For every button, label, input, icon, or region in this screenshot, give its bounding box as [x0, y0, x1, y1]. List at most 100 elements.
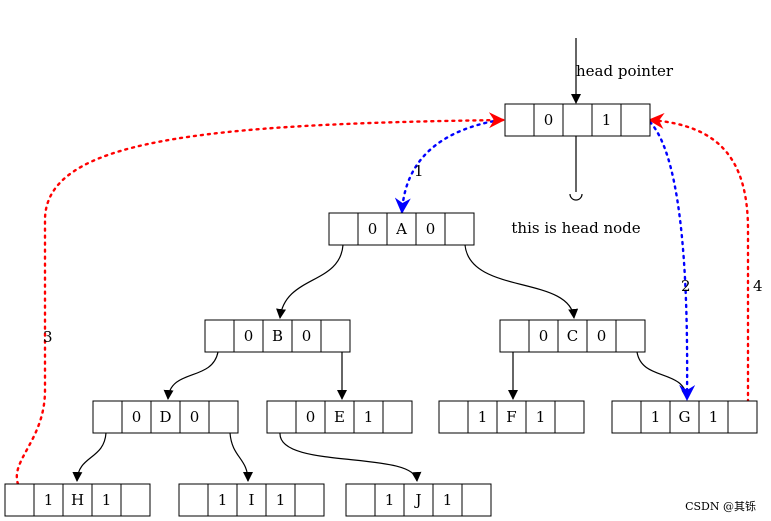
node-cell: [533, 103, 564, 137]
node-cell: [262, 319, 293, 353]
thread-edge-3: [15, 112, 505, 486]
node-cell-text: 1: [536, 408, 546, 426]
node-cell-text: 0: [368, 220, 378, 238]
node-cell-text: 0: [302, 327, 312, 345]
node-cell-text: 0: [426, 220, 436, 238]
node-cell: [204, 319, 235, 353]
node-cell-text: 1: [478, 408, 488, 426]
node-cell: [496, 400, 527, 434]
head-node-label: this is head node: [511, 219, 640, 237]
node-d: 0 D 0: [92, 400, 239, 434]
node-cell-text: 0: [190, 408, 200, 426]
node-cell: [554, 400, 585, 434]
node-cell-text: 0: [539, 327, 549, 345]
node-cell: [357, 212, 388, 246]
thread-edge-2: [648, 120, 696, 401]
node-cell: [207, 483, 238, 517]
edge-label-3: 3: [43, 328, 53, 346]
node-g: 1 G 1: [611, 400, 758, 434]
node-cell-text: 1: [364, 408, 374, 426]
node-cell-text: E: [334, 408, 345, 426]
node-cell-text: 0: [306, 408, 316, 426]
node-cell-text: 1: [44, 491, 54, 509]
node-cell: [382, 400, 413, 434]
node-cell: [236, 483, 267, 517]
node-cell: [320, 319, 351, 353]
edge-e-to-j: [279, 432, 422, 482]
node-cell-text: 1: [443, 491, 453, 509]
node-cell: [91, 483, 122, 517]
node-cell: [727, 400, 758, 434]
node-cell-text: 1: [102, 491, 112, 509]
node-cell: [669, 400, 700, 434]
node-cell: [403, 483, 434, 517]
node-cell-text: 0: [132, 408, 142, 426]
node-e: 0 E 1: [266, 400, 413, 434]
node-cell: [266, 400, 297, 434]
head-node-connector-end: [569, 193, 583, 201]
node-cell-text: 1: [385, 491, 395, 509]
node-cell-text: I: [249, 491, 255, 509]
node-cell-text: B: [272, 327, 283, 345]
node-cell: [92, 400, 123, 434]
node-cell: [386, 212, 417, 246]
node-cell: [121, 400, 152, 434]
node-head: 0 1: [504, 103, 651, 137]
node-cell-text: 1: [602, 111, 612, 129]
node-f: 1 F 1: [438, 400, 585, 434]
node-cell: [467, 400, 498, 434]
node-cell: [562, 103, 593, 137]
node-cell-text: A: [395, 220, 407, 238]
node-cell-text: H: [71, 491, 84, 509]
node-cell-text: 0: [244, 327, 254, 345]
node-cell: [233, 319, 264, 353]
node-cell: [504, 103, 535, 137]
node-j: 1 J 1: [345, 483, 492, 517]
edge-a-to-c: [464, 244, 579, 319]
edge-label-2: 2: [681, 277, 691, 295]
edge-b-to-d: [163, 351, 219, 400]
edge-d-to-i: [229, 432, 253, 482]
node-cell-text: G: [679, 408, 691, 426]
node-cell-text: F: [506, 408, 516, 426]
node-cell: [4, 483, 35, 517]
node-cell: [620, 103, 651, 137]
node-cell-text: J: [413, 491, 421, 509]
node-cell: [328, 212, 359, 246]
node-b: 0 B 0: [204, 319, 351, 353]
node-a: 0 A 0: [328, 212, 475, 246]
thread-edge-1: [394, 118, 502, 214]
node-cell-text: 0: [597, 327, 607, 345]
node-cell-text: 1: [709, 408, 719, 426]
node-cell: [586, 319, 617, 353]
edge-d-to-h: [72, 432, 107, 482]
node-cell: [178, 483, 209, 517]
node-cell: [698, 400, 729, 434]
node-cell: [615, 319, 646, 353]
node-cell-text: C: [567, 327, 578, 345]
node-cell: [291, 319, 322, 353]
node-cell: [353, 400, 384, 434]
node-cell-text: 1: [276, 491, 286, 509]
node-cell: [461, 483, 492, 517]
node-cell: [120, 483, 151, 517]
head-pointer-label: head pointer: [576, 62, 674, 80]
node-h: 1 H 1: [4, 483, 151, 517]
node-cell: [345, 483, 376, 517]
watermark: CSDN @其铄: [685, 499, 756, 513]
thread-edge-4: [648, 113, 750, 404]
node-cell-text: 0: [544, 111, 554, 129]
node-cell: [611, 400, 642, 434]
node-cell-text: D: [159, 408, 171, 426]
node-cell: [33, 483, 64, 517]
node-cell: [415, 212, 446, 246]
node-cell: [438, 400, 469, 434]
node-cell: [179, 400, 210, 434]
edge-label-4: 4: [753, 277, 763, 295]
node-cell: [324, 400, 355, 434]
node-cell: [208, 400, 239, 434]
edge-c-to-g: [636, 351, 692, 400]
node-cell: [294, 483, 325, 517]
node-c: 0 C 0: [499, 319, 646, 353]
